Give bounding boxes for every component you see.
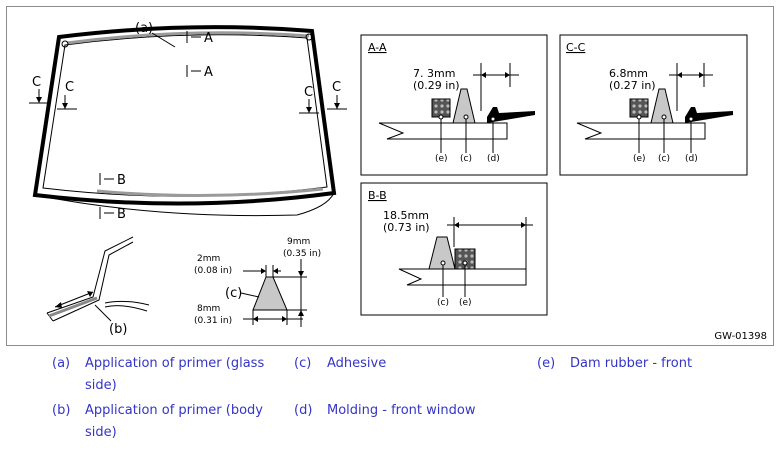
svg-text:2mm: 2mm (197, 254, 220, 264)
section-bb-panel: B-B 18.5mm (0.73 in) (c) (e) (360, 182, 548, 316)
legend-text-cont: side) (85, 378, 117, 393)
svg-text:C: C (304, 85, 313, 100)
svg-text:A: A (204, 31, 213, 46)
section-marker-a: A A (186, 31, 213, 80)
legend-text: Application of primer (glass (85, 356, 265, 371)
figure-id: GW-01398 (714, 331, 767, 342)
svg-text:(c): (c) (437, 298, 449, 308)
svg-text:C: C (65, 80, 74, 95)
svg-text:(0.73 in): (0.73 in) (383, 221, 430, 234)
label-b: (b) (109, 322, 127, 337)
legend-item-c: (c) Adhesive (294, 353, 494, 375)
section-marker-c-left: C C (29, 75, 77, 110)
legend-text-cont: side) (85, 425, 117, 440)
legend-text: Application of primer (body (85, 403, 264, 418)
svg-text:(0.31 in): (0.31 in) (194, 316, 232, 326)
svg-text:A-A: A-A (368, 41, 387, 54)
windshield-glass (32, 25, 337, 217)
section-aa-panel: A-A 7. 3mm (0.29 in) (e) (c) (d) (360, 34, 548, 176)
svg-text:(d): (d) (487, 154, 500, 164)
svg-text:(e): (e) (633, 154, 646, 164)
adhesive-bead-detail: 2mm (0.08 in) (c) 9mm (0.35 in) 8mm (0.3… (194, 237, 321, 327)
svg-text:(0.29 in): (0.29 in) (413, 79, 460, 92)
label-a: (a) (135, 21, 153, 36)
legend-key: (a) (52, 356, 71, 371)
windshield-diagram: (a) A A C C C C (6, 6, 774, 346)
legend-key: (e) (537, 356, 556, 371)
legend-item-a: (a) Application of primer (glass side) (52, 353, 292, 397)
legend-text: Dam rubber - front (570, 356, 693, 371)
body-flange-detail (46, 236, 150, 322)
svg-text:C: C (32, 75, 41, 90)
svg-text:(e): (e) (459, 298, 472, 308)
diagram-canvas: (a) A A C C C C (29, 21, 748, 337)
svg-text:9mm: 9mm (287, 237, 310, 247)
svg-text:(0.08 in): (0.08 in) (194, 266, 232, 276)
svg-text:8mm: 8mm (197, 304, 220, 314)
svg-text:C: C (332, 80, 341, 95)
section-cc-panel: C-C 6.8mm (0.27 in) (e) (c) (d) (559, 34, 748, 176)
svg-text:(c): (c) (658, 154, 670, 164)
legend-text: Adhesive (327, 356, 387, 371)
legend-item-b: (b) Application of primer (body side) (52, 400, 292, 444)
svg-text:A: A (204, 65, 213, 80)
svg-text:7. 3mm: 7. 3mm (413, 67, 455, 80)
svg-text:(0.27 in): (0.27 in) (609, 79, 656, 92)
legend-key: (d) (294, 403, 313, 418)
section-marker-b: B B (99, 173, 126, 222)
svg-text:(c): (c) (460, 154, 472, 164)
legend-item-d: (d) Molding - front window (294, 400, 514, 422)
legend-key: (b) (52, 403, 71, 418)
svg-text:B-B: B-B (368, 189, 387, 202)
svg-text:(e): (e) (435, 154, 448, 164)
svg-text:6.8mm: 6.8mm (609, 67, 648, 80)
legend-key: (c) (294, 356, 312, 371)
svg-text:B: B (117, 173, 126, 188)
svg-text:18.5mm: 18.5mm (383, 209, 429, 222)
svg-text:(c): (c) (225, 286, 242, 301)
svg-text:(d): (d) (685, 154, 698, 164)
section-marker-c-right: C C (299, 80, 347, 114)
svg-text:(0.35 in): (0.35 in) (283, 249, 321, 259)
legend-item-e: (e) Dam rubber - front (537, 353, 737, 375)
svg-text:C-C: C-C (566, 41, 586, 54)
svg-text:B: B (117, 207, 126, 222)
legend-text: Molding - front window (327, 403, 476, 418)
